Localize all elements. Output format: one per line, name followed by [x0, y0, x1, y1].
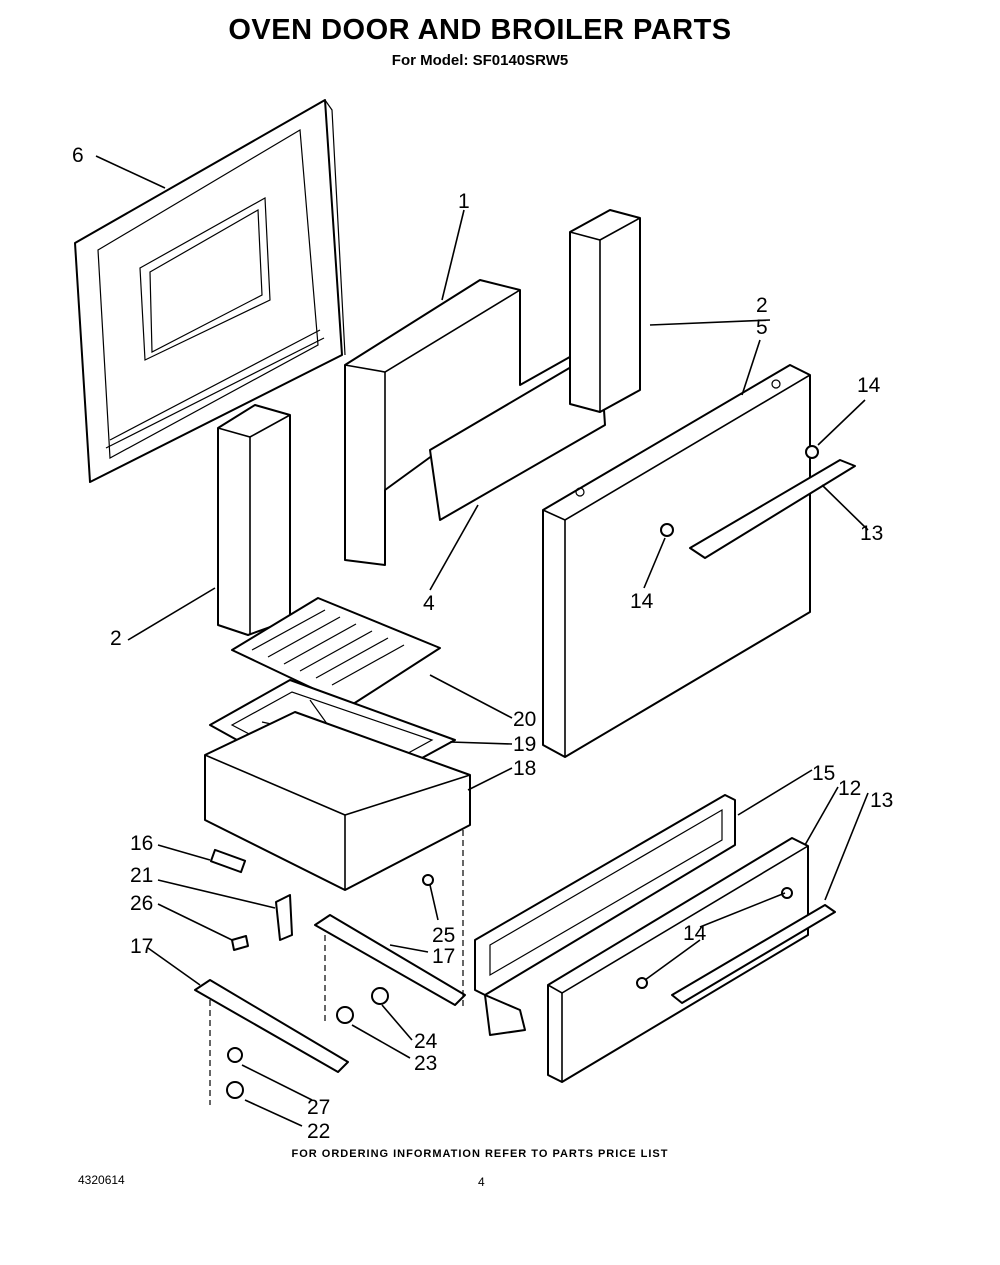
callout-labels: 6 1 2 5 14 13 14 4 2 20 19 18 15 12 13 1… — [72, 144, 893, 1143]
outer-door-panel — [542, 364, 811, 758]
slide-rail-left — [194, 979, 349, 1073]
callout-6: 6 — [72, 144, 84, 167]
callout-13-upper: 13 — [860, 522, 883, 545]
spring-part — [209, 848, 247, 874]
callout-4: 4 — [423, 592, 435, 615]
insulation-strip-lower — [217, 404, 291, 636]
callout-22: 22 — [307, 1120, 330, 1143]
insulation-strip-upper — [569, 209, 641, 413]
document-number: 4320614 — [78, 1173, 125, 1187]
roller-part-b — [226, 1047, 244, 1099]
callout-14-middle: 14 — [630, 590, 654, 613]
callout-5: 5 — [756, 316, 768, 339]
callout-23: 23 — [414, 1052, 437, 1075]
broiler-drawer-frame — [204, 711, 471, 891]
callout-15: 15 — [812, 762, 835, 785]
callout-2-lower: 2 — [110, 627, 122, 650]
callout-17-left: 17 — [130, 935, 153, 958]
page-title: OVEN DOOR AND BROILER PARTS — [228, 14, 732, 46]
callout-19: 19 — [513, 733, 536, 756]
callout-26: 26 — [130, 892, 153, 915]
callout-25: 25 — [432, 924, 455, 947]
slide-rail-right — [314, 914, 466, 1006]
door-insulation-main — [344, 279, 606, 566]
callout-20: 20 — [513, 708, 536, 731]
callout-14-upper: 14 — [857, 374, 881, 397]
broiler-inner-panel — [474, 794, 736, 1036]
model-subtitle: For Model: SF0140SRW5 — [391, 52, 569, 69]
callout-17-right: 17 — [432, 945, 455, 968]
inner-door-panel — [74, 99, 346, 483]
clip-part — [422, 874, 434, 886]
callout-21: 21 — [130, 864, 153, 887]
broiler-outer-panel — [547, 837, 809, 1083]
leader-lines — [95, 155, 869, 1127]
callout-27: 27 — [307, 1096, 330, 1119]
broiler-handle — [636, 887, 836, 1004]
page-number: 4 — [478, 1175, 485, 1189]
callout-1: 1 — [458, 190, 470, 213]
callout-2-upper: 2 — [756, 294, 768, 317]
callout-18: 18 — [513, 757, 536, 780]
latch-part — [231, 894, 293, 951]
callout-14-lower: 14 — [683, 922, 707, 945]
door-handle-upper — [660, 445, 856, 559]
callout-24: 24 — [414, 1030, 438, 1053]
callout-12: 12 — [838, 777, 861, 800]
callout-16: 16 — [130, 832, 153, 855]
ordering-note: FOR ORDERING INFORMATION REFER TO PARTS … — [291, 1148, 669, 1160]
callout-13-lower: 13 — [870, 789, 893, 812]
roller-part-a — [336, 987, 389, 1024]
